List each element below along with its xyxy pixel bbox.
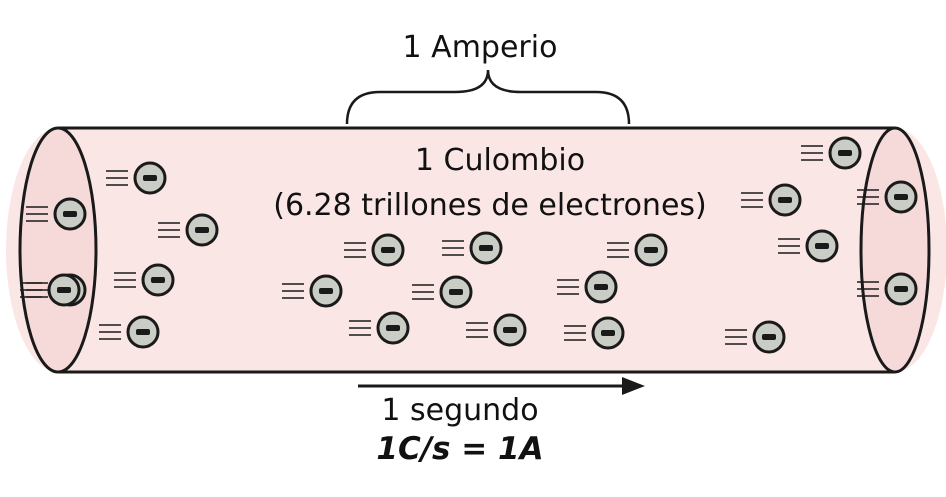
electron-icon: [855, 269, 919, 309]
electron-icon: [97, 312, 161, 352]
electron-icon: [562, 313, 626, 353]
electron-icon: [605, 230, 669, 270]
electron-count-label: (6.28 trillones de electrones): [273, 188, 707, 223]
electron-icon: [410, 272, 474, 312]
electron-icon: [18, 270, 82, 310]
electron-icon: [776, 226, 840, 266]
electron-icon: [723, 317, 787, 357]
electron-icon: [156, 210, 220, 250]
electron-icon: [342, 230, 406, 270]
current-unit-label: 1 Amperio: [402, 30, 558, 65]
electron-icon: [799, 133, 863, 173]
electron-icon: [555, 267, 619, 307]
electron-icon: [464, 310, 528, 350]
charge-unit-label: 1 Culombio: [414, 143, 586, 178]
electron-icon: [104, 158, 168, 198]
electron-icon: [347, 308, 411, 348]
tube-right-end: [859, 126, 931, 374]
electron-icon: [855, 177, 919, 217]
tube-left-end: [18, 126, 98, 374]
ampere-brace: [345, 69, 631, 125]
time-unit-label: 1 segundo: [381, 393, 539, 428]
formula-label: 1C/s = 1A: [376, 431, 544, 467]
electron-icon: [24, 194, 88, 234]
time-arrow-head: [622, 377, 645, 395]
electron-icon: [280, 271, 344, 311]
electron-icon: [440, 228, 504, 268]
electron-icon: [739, 180, 803, 220]
electron-icon: [112, 260, 176, 300]
